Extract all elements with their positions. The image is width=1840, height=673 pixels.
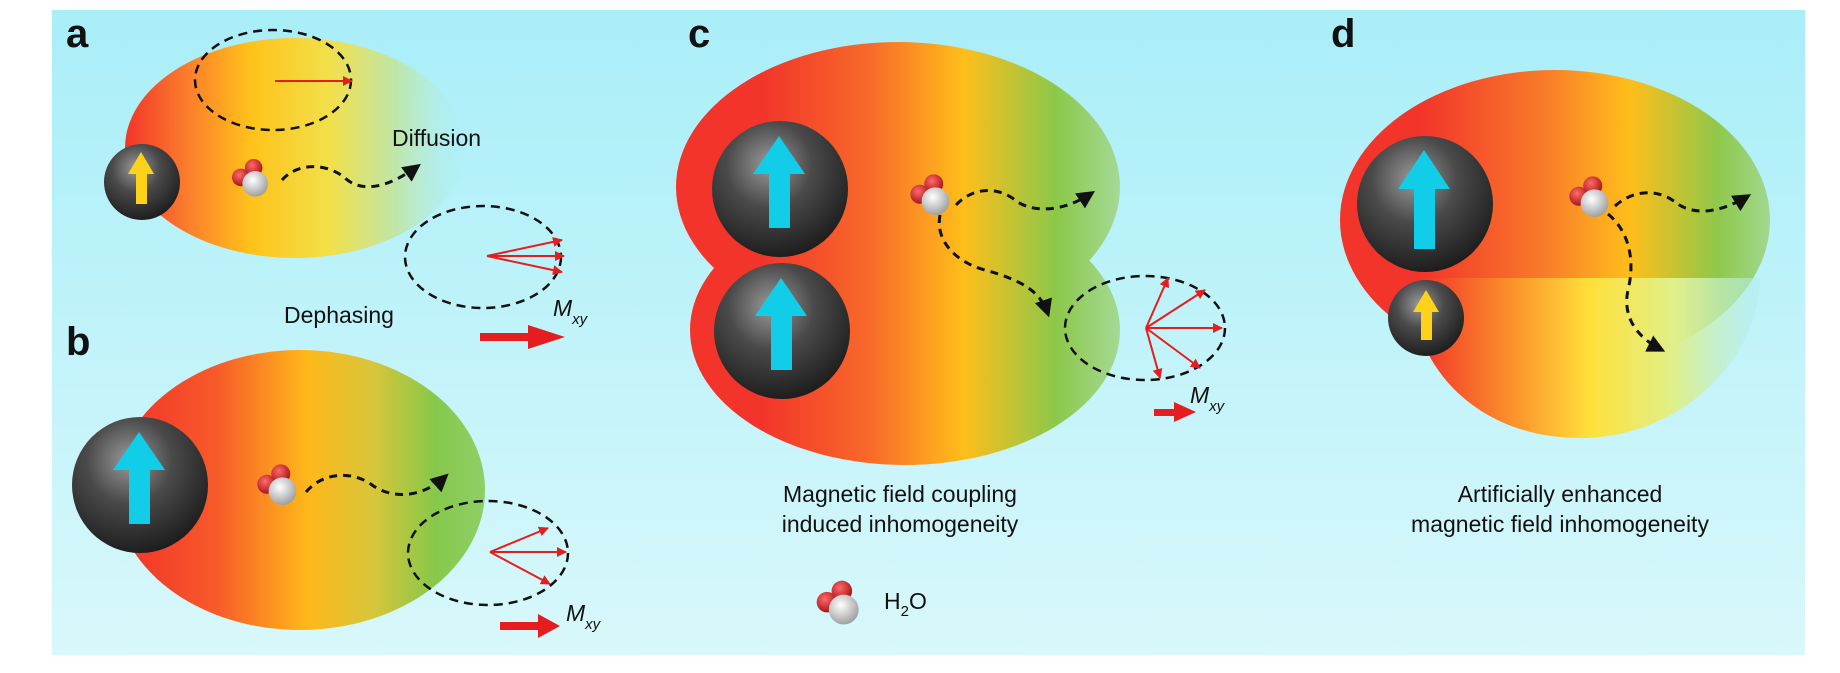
panel-label-c: c <box>688 12 711 56</box>
spin-arrow-icon <box>128 152 154 204</box>
field-gradient-a <box>125 38 465 258</box>
panel-label-d: d <box>1331 12 1356 56</box>
diffusion-label: Diffusion <box>392 125 482 151</box>
mxy-arrow-c <box>1154 402 1196 422</box>
spin-arrow-icon <box>113 432 165 524</box>
mxy-label-a: Mxy <box>553 295 588 328</box>
dashed-diffusion-arrow-icon <box>937 214 1052 318</box>
dashed-diffusion-arrow-icon <box>1613 191 1752 213</box>
panel-label-b: b <box>66 320 91 364</box>
mxy-arrow-b <box>500 614 560 638</box>
panel-d <box>1340 70 1770 438</box>
h2o-legend-label: H2O <box>884 588 927 620</box>
mxy-label-b: Mxy <box>566 600 601 633</box>
panel-c <box>676 42 1227 465</box>
spin-arrow-icon <box>1413 290 1439 340</box>
dephasing-vector-icon <box>486 236 565 276</box>
dephasing-vector-icon <box>1145 277 1223 379</box>
caption-d: Artificially enhanced magnetic field inh… <box>1385 479 1735 539</box>
field-gradient-d-bottom <box>1410 278 1760 438</box>
dashed-diffusion-arrow-icon <box>304 473 449 496</box>
panel-a <box>104 28 565 349</box>
caption-c-line1: Magnetic field coupling <box>783 481 1017 507</box>
spin-arrow-icon <box>1398 150 1450 249</box>
dephasing-label: Dephasing <box>284 302 394 328</box>
dashed-region-b <box>406 499 570 607</box>
dephasing-vector-icon <box>489 526 567 585</box>
caption-c: Magnetic field coupling induced inhomoge… <box>750 479 1050 539</box>
field-gradient-b <box>115 350 485 630</box>
panel-label-a: a <box>66 12 89 56</box>
caption-d-line1: Artificially enhanced <box>1457 481 1663 507</box>
spin-arrow-icon <box>753 136 805 228</box>
spin-arrow-icon <box>755 278 807 370</box>
dashed-region-c <box>1063 274 1227 382</box>
dashed-diffusion-arrow-icon <box>280 163 421 189</box>
caption-c-line2: induced inhomogeneity <box>781 511 1019 537</box>
field-gradient-c-bottom <box>690 195 1120 465</box>
dashed-diffusion-arrow-icon <box>954 189 1096 211</box>
mxy-arrow-a <box>480 325 565 349</box>
panel-b <box>72 350 570 638</box>
caption-d-line2: magnetic field inhomogeneity <box>1411 511 1709 537</box>
mxy-label-c: Mxy <box>1190 382 1225 415</box>
